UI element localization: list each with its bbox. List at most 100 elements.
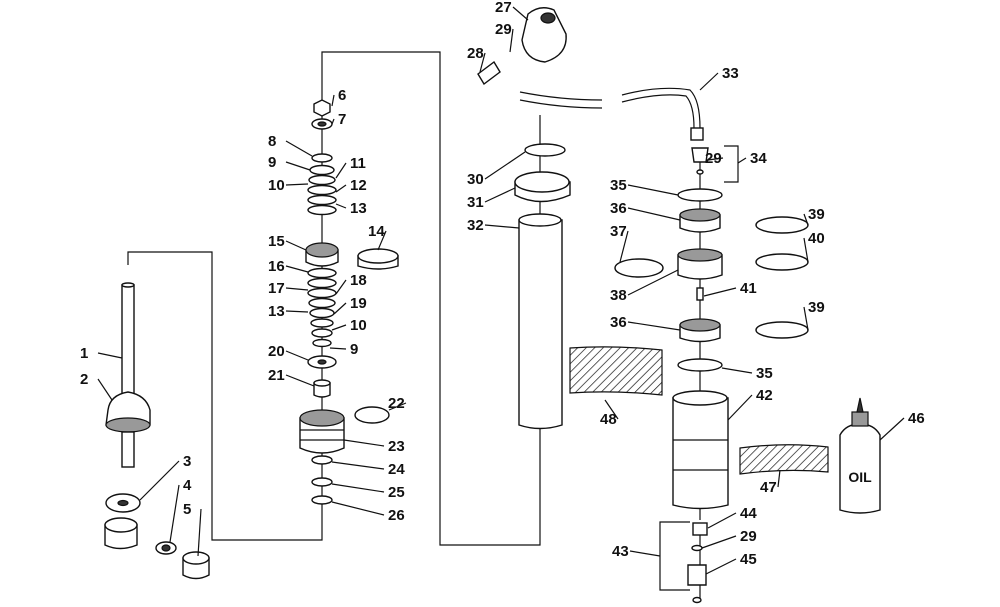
leader-line [285, 310, 309, 313]
leader-line [335, 279, 347, 295]
leader-line [285, 240, 307, 251]
oil-bottle-label: OIL [848, 469, 872, 485]
leader-line [285, 161, 311, 171]
callout-label: 16 [268, 258, 285, 275]
leader-line [627, 321, 681, 331]
leader-line [388, 402, 407, 411]
leader-line [285, 350, 309, 361]
leader-line [727, 394, 753, 421]
callout-label: 44 [740, 505, 757, 522]
snap-ring [677, 188, 723, 202]
leader-line [285, 183, 309, 186]
leader-line [509, 28, 514, 53]
leader-line [285, 140, 313, 157]
callout-label: 21 [268, 367, 285, 384]
callout-label: 14 [368, 223, 385, 240]
leader-line [879, 417, 905, 441]
seal-head [299, 417, 345, 454]
leader-line [335, 184, 347, 193]
leader-line [479, 52, 486, 73]
callout-label: 48 [600, 411, 617, 428]
leader-line [331, 94, 335, 107]
valve-stack [299, 99, 399, 505]
callout-label: 29 [495, 21, 512, 38]
leader-line [701, 535, 737, 549]
leader-line [331, 118, 335, 125]
leader-line [484, 224, 520, 229]
top-eyelet [521, 7, 567, 63]
callout-label: 39 [808, 299, 825, 316]
shaft-rod [121, 284, 135, 396]
leader-line [512, 6, 529, 21]
callout-label: 30 [467, 171, 484, 188]
leader-line [627, 184, 679, 196]
callout-label: 24 [388, 461, 405, 478]
callout-label: 9 [350, 341, 358, 358]
reservoir-decal [739, 444, 829, 475]
leader-line [343, 439, 385, 447]
elbow-fitting [477, 60, 501, 86]
callout-label: 35 [756, 365, 773, 382]
leader-line [777, 469, 781, 488]
leader-line [335, 162, 347, 179]
callout-label: 12 [350, 177, 367, 194]
callout-label: 35 [610, 177, 627, 194]
leader-line [707, 157, 724, 161]
callout-label: 23 [388, 438, 405, 455]
shock-body [477, 7, 663, 430]
callout-label: 6 [338, 87, 346, 104]
leader-line [705, 558, 737, 575]
valve-core [687, 564, 707, 586]
callout-label: 42 [756, 387, 773, 404]
leader-line [721, 367, 753, 374]
callout-label: 8 [268, 133, 276, 150]
callout-label: 40 [808, 230, 825, 247]
callout-label: 4 [183, 477, 192, 494]
leader-line [139, 460, 180, 501]
leader-line [285, 287, 309, 291]
leader-line [169, 484, 180, 543]
threaded-body [518, 219, 563, 430]
leader-line [627, 269, 679, 296]
callout-label: 7 [338, 111, 346, 128]
callout-label: 10 [350, 317, 367, 334]
leader-line [97, 378, 113, 401]
o-ring [354, 406, 390, 424]
leader-line [803, 213, 809, 226]
callout-label: 17 [268, 280, 285, 297]
leader-line [197, 508, 202, 557]
leader-line [604, 399, 619, 420]
callout-label: 31 [467, 194, 484, 211]
callout-label: 18 [350, 272, 367, 289]
callout-label: 10 [268, 177, 285, 194]
reservoir-body [672, 397, 729, 510]
leader-lines [97, 6, 905, 591]
decal [569, 346, 663, 396]
leader-line [703, 287, 737, 297]
leader-line [331, 461, 385, 470]
callout-label: 28 [467, 45, 484, 62]
callout-labels: 1234567891011121314151617131819109202122… [80, 0, 925, 568]
callout-label: 26 [388, 507, 405, 524]
callout-label: 22 [388, 395, 405, 412]
callout-label: 3 [183, 453, 191, 470]
leader-line [285, 374, 315, 387]
bracket [659, 521, 690, 591]
callout-label: 20 [268, 343, 285, 360]
o-ring-top [524, 143, 566, 157]
callout-label: 32 [467, 217, 484, 234]
callout-label: 1 [80, 345, 88, 362]
callout-label: 34 [750, 150, 767, 167]
callout-label: 29 [740, 528, 757, 545]
callout-label: 33 [722, 65, 739, 82]
callout-label: 36 [610, 314, 627, 331]
leader-line [377, 230, 387, 251]
leader-line [285, 265, 309, 273]
callout-label: 45 [740, 551, 757, 568]
leader-line [335, 203, 347, 209]
callout-label: 9 [268, 154, 276, 171]
callout-label: 2 [80, 371, 88, 388]
callout-label: 15 [268, 233, 285, 250]
shaft-parts [104, 282, 210, 580]
